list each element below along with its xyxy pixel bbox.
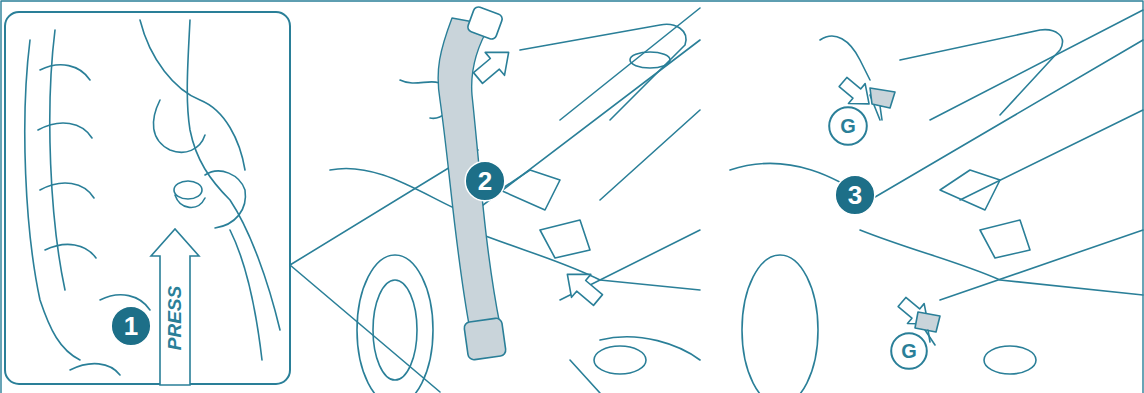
callout-number: G [828, 106, 868, 146]
arrow-shape [151, 229, 199, 385]
stroller-sketch [330, 8, 700, 393]
inset-panel [5, 12, 290, 384]
callout-circle: 3 [834, 174, 876, 216]
callout-number: 2 [464, 160, 506, 202]
callout-number: G [890, 332, 928, 370]
stroller-sketch [730, 10, 1143, 393]
callout-number: 1 [110, 305, 152, 347]
callout-number: 3 [834, 174, 876, 216]
g-part [870, 88, 895, 120]
hose-connector [466, 6, 503, 41]
action-label: PRESS [150, 228, 200, 386]
callout-circle: G [890, 332, 928, 370]
direction-arrow [468, 41, 936, 334]
rotated-text: PRESS [164, 286, 186, 350]
callout-circle: 2 [464, 160, 506, 202]
press-arrow: PRESS [150, 228, 200, 386]
callout-circle: 1 [110, 305, 152, 347]
callout-circle: G [828, 106, 868, 146]
hose-connector [464, 318, 507, 361]
inset-sketch [25, 20, 280, 375]
